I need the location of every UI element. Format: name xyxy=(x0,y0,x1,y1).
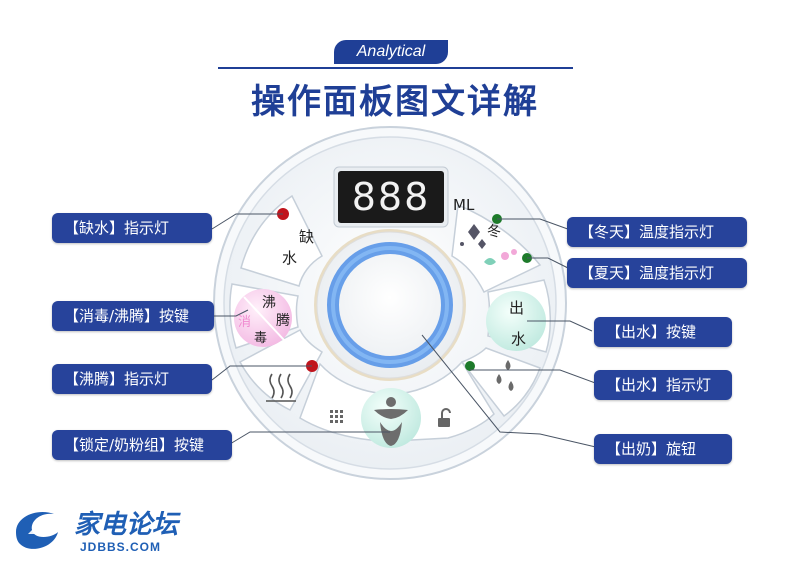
sun-icon xyxy=(501,249,517,260)
label-water-out-button: 【出水】按键 xyxy=(594,317,732,347)
label-water-out-light: 【出水】指示灯 xyxy=(594,370,732,400)
boil-char-2: 腾 xyxy=(276,312,290,329)
display-unit: ML xyxy=(453,196,475,214)
disinfect-char-1: 消 xyxy=(238,315,251,330)
site-logo-icon xyxy=(16,512,64,549)
water-out-light-led xyxy=(465,361,475,371)
leader-lines xyxy=(211,213,601,449)
label-summer-temp-light: 【夏天】温度指示灯 xyxy=(567,258,747,288)
site-watermark: 家电论坛 JDBBS.COM xyxy=(8,500,208,560)
water-out-char-2: 水 xyxy=(511,330,526,348)
watermark-en: JDBBS.COM xyxy=(80,540,162,554)
page-title: 操作面板图文详解 xyxy=(251,82,539,122)
shortage-key[interactable] xyxy=(240,194,323,287)
boil-key-area xyxy=(238,328,324,411)
keypad-icon xyxy=(330,410,343,423)
label-boil-light: 【沸腾】指示灯 xyxy=(52,364,212,394)
baby-bottle-icon xyxy=(374,397,408,446)
watermark-cn: 家电论坛 xyxy=(74,510,179,540)
header-badge: Analytical xyxy=(334,40,448,64)
winter-char: 冬 xyxy=(487,224,501,240)
steam-icon xyxy=(266,373,296,402)
label-disinfect-boil-button: 【消毒/沸腾】按键 xyxy=(52,301,214,331)
leaf-icon xyxy=(484,258,496,265)
header-underline xyxy=(218,67,573,69)
lcd-display xyxy=(338,171,444,223)
lcd-digits: 888 xyxy=(352,175,431,219)
water-out-char-1: 出 xyxy=(509,299,524,317)
water-out-button[interactable] xyxy=(486,291,546,351)
label-winter-temp-light: 【冬天】温度指示灯 xyxy=(567,217,747,247)
boil-char-1: 沸 xyxy=(262,295,276,311)
water-drop-icon xyxy=(496,360,514,391)
disinfect-char-2: 毒 xyxy=(254,331,267,346)
unlock-icon xyxy=(438,408,451,427)
label-lock-formula-button: 【锁定/奶粉组】按键 xyxy=(52,430,232,460)
label-milk-out-knob: 【出奶】旋钮 xyxy=(594,434,732,464)
snowflake-icon xyxy=(460,224,486,249)
label-water-shortage-light: 【缺水】指示灯 xyxy=(52,213,212,243)
shortage-char-2: 水 xyxy=(282,249,297,267)
shortage-char-1: 缺 xyxy=(299,228,314,246)
